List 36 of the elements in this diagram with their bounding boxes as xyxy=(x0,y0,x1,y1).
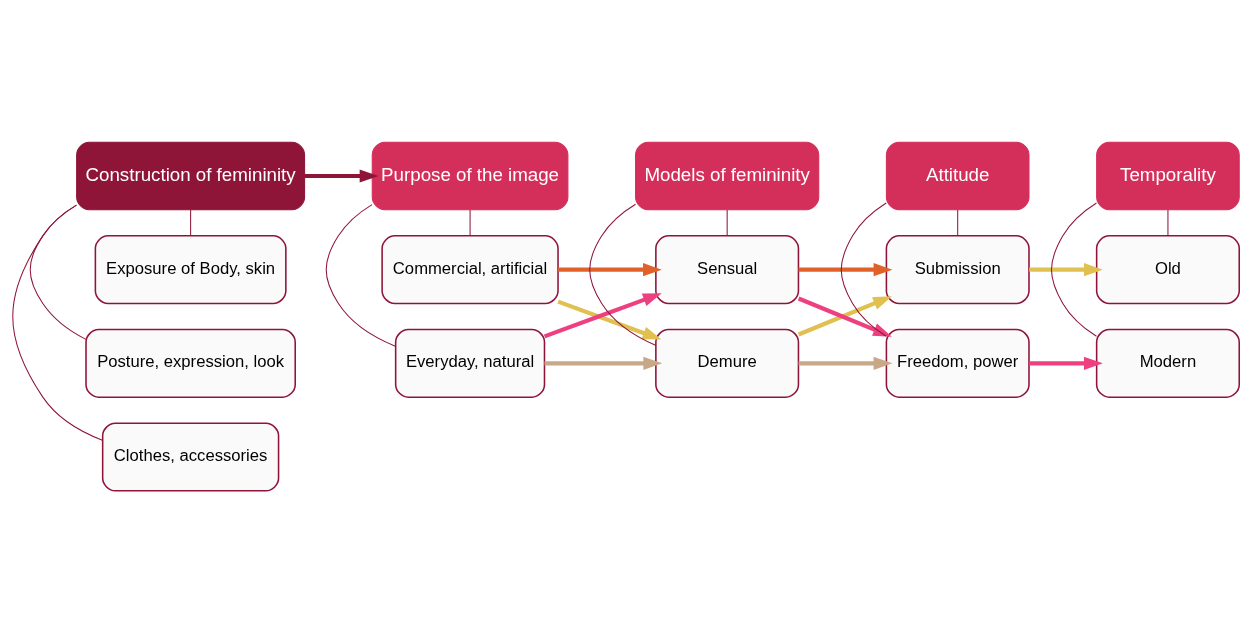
node-box: Construction of femininity xyxy=(76,141,306,210)
arrow xyxy=(798,356,893,370)
node-box: Commercial, artificial xyxy=(381,234,559,304)
connector xyxy=(1167,209,1169,236)
connector xyxy=(589,203,657,346)
node-box: Posture, expression, look xyxy=(85,328,296,398)
node-box: Modern xyxy=(1095,328,1240,398)
node-box: Clothes, accessories xyxy=(101,421,280,492)
node-box: Everyday, natural xyxy=(394,328,546,398)
arrow xyxy=(304,168,379,183)
connector xyxy=(325,203,396,347)
arrow xyxy=(798,262,893,276)
node-box: Models of femininity xyxy=(635,141,820,210)
node-box: Purpose of the image xyxy=(371,141,569,210)
connector xyxy=(469,209,471,236)
node-box: Submission xyxy=(885,234,1030,304)
node-box: Exposure of Body, skin xyxy=(94,234,287,304)
connector xyxy=(726,209,728,236)
arrow xyxy=(543,292,662,338)
node-box: Freedom, power xyxy=(885,328,1030,398)
node-box: Temporality xyxy=(1096,141,1240,210)
node-box: Old xyxy=(1095,234,1240,304)
node-box: Demure xyxy=(655,328,800,398)
node-box: Sensual xyxy=(655,234,800,304)
connector xyxy=(957,209,959,236)
connector xyxy=(12,204,103,441)
node-box: Attitude xyxy=(885,141,1030,210)
connector xyxy=(29,204,87,340)
arrow xyxy=(544,356,663,370)
connector xyxy=(840,202,887,337)
arrow xyxy=(558,262,662,276)
connector xyxy=(1050,202,1097,337)
connector xyxy=(190,209,192,236)
arrow xyxy=(1029,356,1103,370)
arrow xyxy=(1029,262,1103,276)
arrow xyxy=(557,299,662,340)
